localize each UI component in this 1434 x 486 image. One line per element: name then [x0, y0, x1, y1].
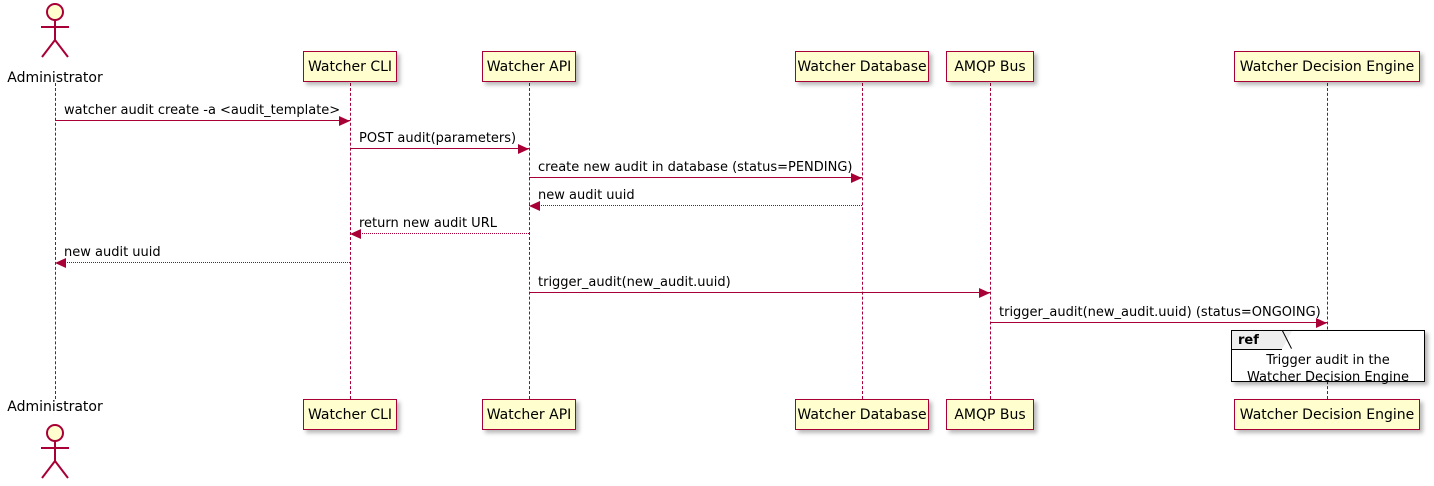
participant-amqp-bus-bottom[interactable]: AMQP Bus: [946, 399, 1034, 430]
ref-fragment-text: Trigger audit in the Watcher Decision En…: [1247, 353, 1409, 385]
ref-fragment-tab-corner: [1282, 331, 1292, 349]
message-line-2: [350, 148, 529, 149]
participant-watcher-db-bottom[interactable]: Watcher Database: [795, 399, 929, 430]
message-line-7: [529, 292, 990, 293]
actor-label-administrator-bottom: Administrator: [7, 399, 103, 415]
participant-watcher-de-top[interactable]: Watcher Decision Engine: [1234, 51, 1420, 82]
participant-watcher-db-top[interactable]: Watcher Database: [795, 51, 929, 82]
lifeline-watcher-cli: [350, 83, 351, 399]
message-arrowhead-7: [979, 287, 990, 298]
message-arrowhead-3: [851, 172, 862, 183]
ref-fragment-tab-underline: [1232, 349, 1282, 350]
message-line-4: [529, 205, 862, 206]
message-arrowhead-6: [55, 257, 66, 268]
message-arrowhead-8: [1316, 317, 1327, 328]
ref-fragment-tab: ref: [1232, 331, 1282, 349]
message-line-5: [350, 233, 529, 234]
message-label-3: create new audit in database (status=PEN…: [538, 160, 853, 175]
participant-amqp-bus-top[interactable]: AMQP Bus: [946, 51, 1034, 82]
message-arrowhead-5: [350, 228, 361, 239]
participant-watcher-cli-top[interactable]: Watcher CLI: [303, 51, 397, 82]
message-label-2: POST audit(parameters): [359, 131, 517, 146]
message-label-6: new audit uuid: [64, 245, 161, 260]
message-label-7: trigger_audit(new_audit.uuid): [538, 275, 731, 290]
message-arrowhead-1: [339, 115, 350, 126]
message-line-3: [529, 177, 862, 178]
message-label-5: return new audit URL: [359, 216, 497, 231]
lifeline-administrator: [55, 83, 56, 399]
message-label-1: watcher audit create -a <audit_template>: [64, 103, 341, 118]
message-arrowhead-2: [518, 143, 529, 154]
actor-label-administrator-top: Administrator: [7, 70, 103, 86]
participant-watcher-api-top[interactable]: Watcher API: [482, 51, 576, 82]
message-line-1: [55, 120, 350, 121]
participant-watcher-cli-bottom[interactable]: Watcher CLI: [303, 399, 397, 430]
message-label-8: trigger_audit(new_audit.uuid) (status=ON…: [999, 305, 1321, 320]
message-line-6: [55, 262, 350, 263]
actor-administrator-bottom: [33, 424, 77, 480]
lifeline-watcher-de: [1327, 83, 1328, 399]
message-arrowhead-4: [529, 200, 540, 211]
actor-administrator-top: [33, 3, 77, 59]
lifeline-watcher-db: [862, 83, 863, 399]
lifeline-watcher-api: [529, 83, 530, 399]
lifeline-amqp-bus: [990, 83, 991, 399]
message-line-8: [990, 322, 1327, 323]
participant-watcher-de-bottom[interactable]: Watcher Decision Engine: [1234, 399, 1420, 430]
participant-watcher-api-bottom[interactable]: Watcher API: [482, 399, 576, 430]
message-label-4: new audit uuid: [538, 188, 635, 203]
